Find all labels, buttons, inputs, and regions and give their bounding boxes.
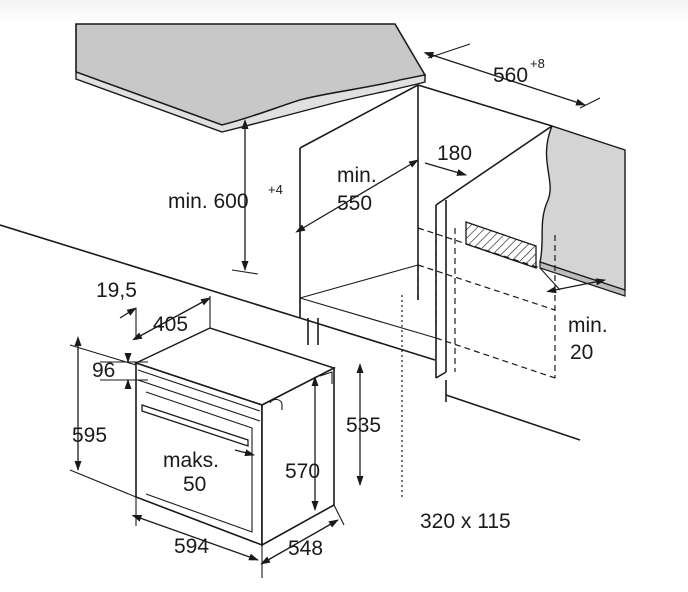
label-depth: 548 bbox=[288, 537, 323, 560]
label-body-height: 535 bbox=[346, 414, 381, 437]
label-min-depth-prefix: min. bbox=[337, 164, 377, 187]
label-handle-prefix: maks. bbox=[163, 449, 219, 472]
label-total-height: 595 bbox=[72, 424, 107, 447]
label-niche-depth: 560 bbox=[493, 64, 528, 87]
label-vent-cutout: 320 x 115 bbox=[420, 510, 511, 533]
vent-cutout bbox=[465, 221, 537, 269]
right-countertop bbox=[539, 125, 626, 297]
label-niche-height: min. 600 bbox=[168, 190, 249, 213]
label-handle-value: 50 bbox=[183, 473, 206, 496]
oven bbox=[133, 327, 336, 547]
countertop bbox=[75, 23, 427, 133]
label-width: 594 bbox=[174, 535, 209, 558]
label-niche-height-tolerance: +4 bbox=[268, 182, 283, 197]
label-top-depth: 405 bbox=[153, 313, 188, 336]
label-front-offset: 19,5 bbox=[96, 279, 137, 302]
hidden-lines bbox=[299, 227, 556, 500]
label-panel-height: 96 bbox=[92, 359, 115, 382]
label-niche-depth-tolerance: +8 bbox=[530, 56, 545, 71]
label-side-gap-value: 20 bbox=[570, 341, 593, 364]
label-side-gap-prefix: min. bbox=[568, 314, 608, 337]
dimension-lines bbox=[69, 43, 606, 578]
label-inner-height: 570 bbox=[285, 460, 320, 483]
label-min-depth-value: 550 bbox=[337, 192, 372, 215]
label-back-gap: 180 bbox=[437, 142, 472, 165]
